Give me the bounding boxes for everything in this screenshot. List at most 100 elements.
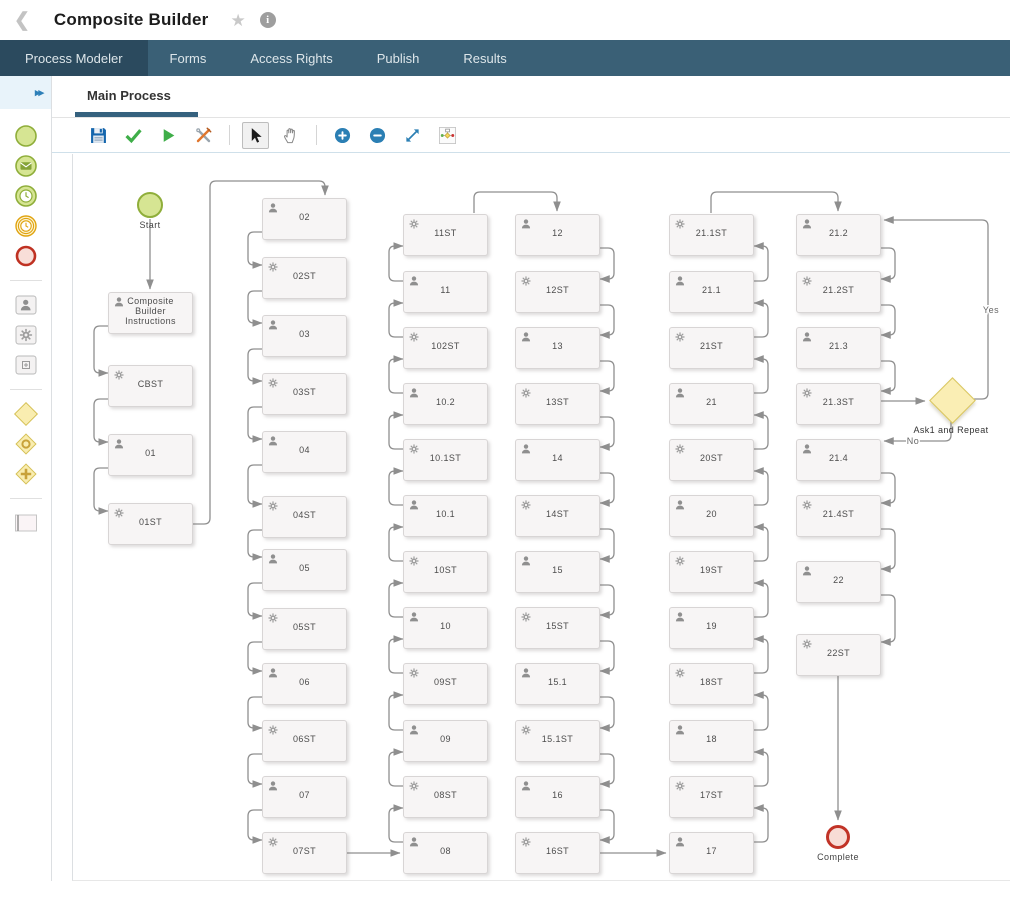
favorite-star-icon[interactable]: ★ bbox=[230, 10, 246, 30]
service-task-icon bbox=[267, 377, 279, 389]
task-17st[interactable]: 17ST bbox=[669, 776, 754, 818]
task-21st[interactable]: 21ST bbox=[669, 327, 754, 369]
task-10.1st[interactable]: 10.1ST bbox=[403, 439, 488, 481]
task-05[interactable]: 05 bbox=[262, 549, 347, 591]
task-18[interactable]: 18 bbox=[669, 720, 754, 762]
task-21.1[interactable]: 21.1 bbox=[669, 271, 754, 313]
user-task-icon[interactable] bbox=[12, 291, 40, 319]
task-15.1[interactable]: 15.1 bbox=[515, 663, 600, 705]
task-05st[interactable]: 05ST bbox=[262, 608, 347, 650]
task-06st[interactable]: 06ST bbox=[262, 720, 347, 762]
task-21[interactable]: 21 bbox=[669, 383, 754, 425]
start-event[interactable] bbox=[137, 192, 163, 218]
task-11st[interactable]: 11ST bbox=[403, 214, 488, 256]
inclusive-gateway-icon[interactable] bbox=[12, 430, 40, 458]
task-21.4st[interactable]: 21.4ST bbox=[796, 495, 881, 537]
task-14st[interactable]: 14ST bbox=[515, 495, 600, 537]
task-07[interactable]: 07 bbox=[262, 776, 347, 818]
task-19[interactable]: 19 bbox=[669, 607, 754, 649]
task-03st[interactable]: 03ST bbox=[262, 373, 347, 415]
task-21.1st[interactable]: 21.1ST bbox=[669, 214, 754, 256]
task-composite-builder-instructions[interactable]: Composite Builder Instructions bbox=[108, 292, 193, 334]
task-22[interactable]: 22 bbox=[796, 561, 881, 603]
validate-icon[interactable] bbox=[120, 122, 147, 149]
pool-icon[interactable] bbox=[12, 509, 40, 537]
task-15st[interactable]: 15ST bbox=[515, 607, 600, 649]
task-10[interactable]: 10 bbox=[403, 607, 488, 649]
start-event-icon[interactable] bbox=[12, 122, 40, 150]
task-11[interactable]: 11 bbox=[403, 271, 488, 313]
task-13[interactable]: 13 bbox=[515, 327, 600, 369]
task-02[interactable]: 02 bbox=[262, 198, 347, 240]
task-12[interactable]: 12 bbox=[515, 214, 600, 256]
zoom-out-icon[interactable] bbox=[364, 122, 391, 149]
parallel-gateway-icon[interactable] bbox=[12, 460, 40, 488]
run-icon[interactable] bbox=[155, 122, 182, 149]
nav-tab-publish[interactable]: Publish bbox=[376, 50, 420, 66]
save-icon[interactable] bbox=[85, 122, 112, 149]
task-03[interactable]: 03 bbox=[262, 315, 347, 357]
task-20st[interactable]: 20ST bbox=[669, 439, 754, 481]
end-event[interactable] bbox=[826, 825, 850, 849]
message-event-icon[interactable] bbox=[12, 152, 40, 180]
task-09st[interactable]: 09ST bbox=[403, 663, 488, 705]
subprocess-icon[interactable] bbox=[12, 351, 40, 379]
info-icon[interactable]: i bbox=[259, 12, 276, 28]
task-14[interactable]: 14 bbox=[515, 439, 600, 481]
pan-icon[interactable] bbox=[277, 122, 304, 149]
task-16st[interactable]: 16ST bbox=[515, 832, 600, 874]
task-15[interactable]: 15 bbox=[515, 551, 600, 593]
auto-layout-icon[interactable] bbox=[434, 122, 461, 149]
task-08[interactable]: 08 bbox=[403, 832, 488, 874]
decision-gateway[interactable] bbox=[928, 376, 976, 424]
task-10.1[interactable]: 10.1 bbox=[403, 495, 488, 537]
task-09[interactable]: 09 bbox=[403, 720, 488, 762]
intermediate-timer-event-icon[interactable] bbox=[12, 212, 40, 240]
tab-main-process[interactable]: Main Process bbox=[87, 88, 171, 103]
nav-tab-forms[interactable]: Forms bbox=[169, 50, 207, 66]
task-21.2st[interactable]: 21.2ST bbox=[796, 271, 881, 313]
task-01[interactable]: 01 bbox=[108, 434, 193, 476]
task-04[interactable]: 04 bbox=[262, 431, 347, 473]
task-15.1st[interactable]: 15.1ST bbox=[515, 720, 600, 762]
task-21.3st[interactable]: 21.3ST bbox=[796, 383, 881, 425]
task-18st[interactable]: 18ST bbox=[669, 663, 754, 705]
task-02st[interactable]: 02ST bbox=[262, 257, 347, 299]
user-task-icon bbox=[408, 499, 420, 511]
task-20[interactable]: 20 bbox=[669, 495, 754, 537]
task-17[interactable]: 17 bbox=[669, 832, 754, 874]
task-cbst[interactable]: CBST bbox=[108, 365, 193, 407]
task-10st[interactable]: 10ST bbox=[403, 551, 488, 593]
task-12st[interactable]: 12ST bbox=[515, 271, 600, 313]
zoom-in-icon[interactable] bbox=[329, 122, 356, 149]
connector-18st-to-19 bbox=[753, 635, 769, 674]
task-16[interactable]: 16 bbox=[515, 776, 600, 818]
task-10.2[interactable]: 10.2 bbox=[403, 383, 488, 425]
tools-icon[interactable] bbox=[190, 122, 217, 149]
nav-tab-process-modeler[interactable]: Process Modeler bbox=[0, 40, 148, 76]
nav-tab-results[interactable]: Results bbox=[463, 50, 507, 66]
zoom-fit-icon[interactable] bbox=[399, 122, 426, 149]
task-04st[interactable]: 04ST bbox=[262, 496, 347, 538]
task-21.4[interactable]: 21.4 bbox=[796, 439, 881, 481]
task-07st[interactable]: 07ST bbox=[262, 832, 347, 874]
nav-tab-access-rights[interactable]: Access Rights bbox=[250, 50, 333, 66]
task-19st[interactable]: 19ST bbox=[669, 551, 754, 593]
pointer-icon[interactable] bbox=[242, 121, 269, 149]
timer-event-icon[interactable] bbox=[12, 182, 40, 210]
task-08st[interactable]: 08ST bbox=[403, 776, 488, 818]
task-102st[interactable]: 102ST bbox=[403, 327, 488, 369]
connector-19-to-19st bbox=[753, 579, 769, 618]
back-icon[interactable]: ❮ bbox=[14, 9, 30, 31]
service-task-icon[interactable] bbox=[12, 321, 40, 349]
end-event-icon[interactable] bbox=[12, 242, 40, 270]
task-13st[interactable]: 13ST bbox=[515, 383, 600, 425]
task-21.2[interactable]: 21.2 bbox=[796, 214, 881, 256]
collapse-palette-button[interactable]: ▸▸ bbox=[0, 76, 51, 109]
task-06[interactable]: 06 bbox=[262, 663, 347, 705]
task-21.3[interactable]: 21.3 bbox=[796, 327, 881, 369]
task-22st[interactable]: 22ST bbox=[796, 634, 881, 676]
task-01st[interactable]: 01ST bbox=[108, 503, 193, 545]
exclusive-gateway-icon[interactable] bbox=[12, 400, 40, 428]
